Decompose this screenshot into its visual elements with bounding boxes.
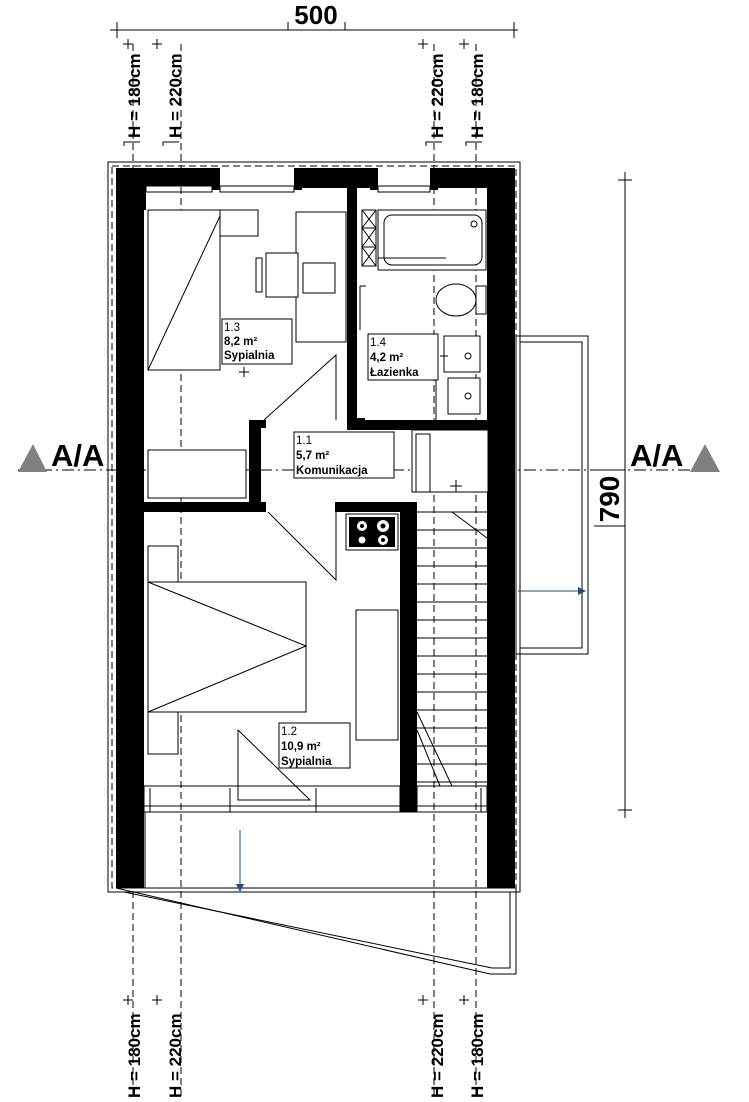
right-balcony	[515, 335, 589, 655]
wall-mid-right	[335, 502, 417, 512]
wall-mid-left	[144, 502, 266, 512]
room-label-1-2: 1.2 10,9 m² Sypialnia	[278, 722, 351, 769]
sink-2	[447, 377, 481, 415]
top-dimension: 500	[110, 0, 518, 38]
room-number: 1.2	[281, 726, 297, 738]
room-number: 1.4	[370, 337, 387, 349]
room-name: Komunikacja	[296, 465, 368, 477]
bottom-balcony	[115, 811, 517, 975]
bench	[147, 449, 247, 499]
landing	[411, 429, 489, 493]
wall-right	[487, 168, 515, 888]
section-triangle-left	[18, 444, 47, 472]
wall-bedroom-bath	[347, 186, 357, 420]
double-bed	[147, 581, 307, 713]
top-dimension-bracket	[287, 22, 346, 31]
height-labels-bottom: H = 180cm H = 220cm H = 220cm H = 180cm	[125, 1013, 487, 1098]
room-area: 10,9 m²	[281, 741, 321, 753]
section-label-right: A/A	[630, 438, 683, 473]
height-label-bottom-3: H = 220cm	[428, 1013, 447, 1098]
walls	[116, 168, 515, 888]
wall-stair	[400, 502, 417, 812]
sink-1	[443, 335, 481, 373]
right-dimension: 790	[594, 172, 632, 818]
room-name: Sypialnia	[224, 350, 275, 362]
room-1-4-fixtures	[359, 209, 487, 420]
section-line: A/A A/A	[18, 438, 722, 473]
room-number: 1.1	[296, 435, 312, 447]
depth-label: 790	[594, 476, 625, 523]
room-1-3-furniture	[147, 209, 347, 499]
room-name: Sypialnia	[281, 756, 332, 768]
height-labels-top: H = 180cm H = 220cm H = 220cm H = 180cm	[125, 53, 487, 138]
height-label-bottom-4: H = 180cm	[468, 1013, 487, 1098]
height-label-bottom-2: H = 220cm	[166, 1013, 185, 1098]
height-label-bottom-1: H = 180cm	[125, 1013, 144, 1098]
section-label-left: A/A	[51, 438, 104, 473]
toilet	[435, 283, 477, 317]
corridor-stairs	[267, 429, 489, 787]
room-area: 5,7 m²	[296, 450, 329, 462]
section-triangle-right	[690, 444, 720, 472]
windows	[143, 185, 488, 813]
room-number: 1.3	[224, 322, 240, 334]
room-label-1-4: 1.4 4,2 m² Łazienka	[367, 333, 439, 381]
chair	[265, 252, 299, 298]
room-name: Łazienka	[370, 367, 419, 379]
room-1-2-furniture	[147, 513, 399, 801]
room-label-1-1: 1.1 5,7 m² Komunikacja	[293, 431, 395, 479]
room-area: 4,2 m²	[370, 352, 403, 364]
height-label-top-3: H = 220cm	[428, 53, 447, 138]
height-label-top-2: H = 220cm	[166, 53, 185, 138]
wardrobe	[355, 609, 399, 741]
room-area: 8,2 m²	[224, 336, 257, 348]
stair-treads	[416, 511, 488, 787]
room-label-1-3: 1.3 8,2 m² Sypialnia	[221, 318, 293, 377]
height-label-top-1: H = 180cm	[125, 53, 144, 138]
height-label-top-4: H = 180cm	[468, 53, 487, 138]
wall-left	[116, 168, 144, 888]
width-label: 500	[294, 0, 337, 30]
